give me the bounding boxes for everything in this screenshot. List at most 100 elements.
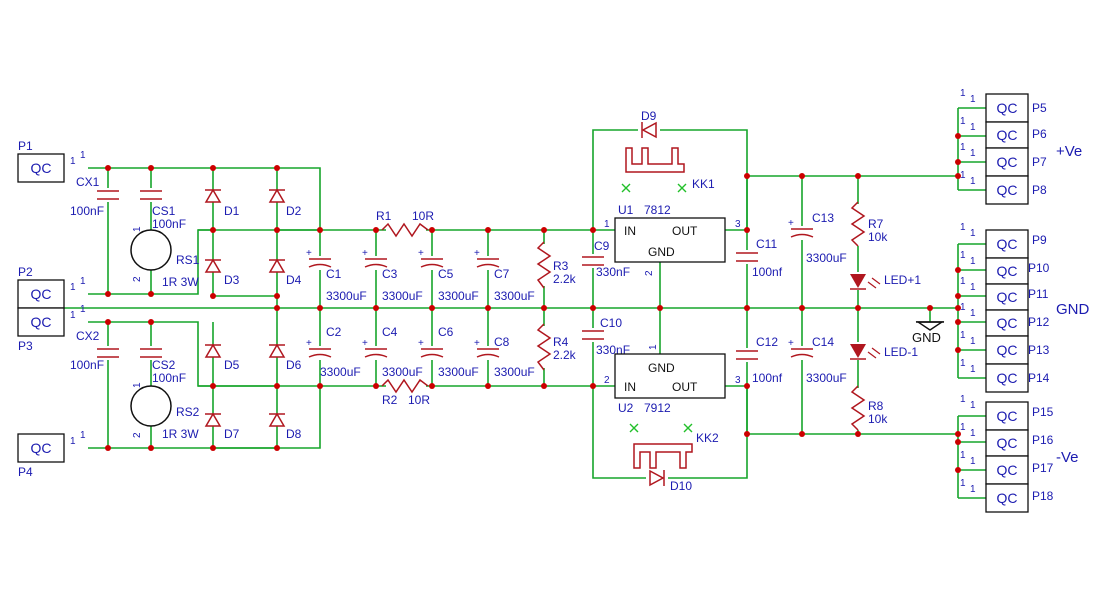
svg-text:P9: P9 (1032, 233, 1047, 247)
wires (64, 107, 986, 499)
gnd-net-label: GND (1056, 301, 1090, 318)
svg-text:R2: R2 (382, 393, 398, 407)
svg-text:C9: C9 (594, 239, 610, 253)
svg-text:1: 1 (970, 400, 976, 411)
svg-text:1: 1 (970, 148, 976, 159)
capacitor-c12: C12 100nf (735, 335, 783, 385)
svg-text:1: 1 (970, 282, 976, 293)
svg-text:1: 1 (132, 226, 143, 232)
svg-text:2: 2 (132, 432, 143, 438)
svg-text:U2: U2 (618, 401, 634, 415)
svg-text:1: 1 (960, 88, 966, 99)
svg-text:3: 3 (735, 375, 741, 386)
svg-text:1: 1 (70, 436, 76, 447)
svg-text:QC: QC (997, 154, 1018, 170)
p1-qc: QC (31, 160, 52, 176)
svg-text:C13: C13 (812, 211, 834, 225)
led-plus: LED+1 (848, 272, 921, 290)
capacitor-c6: + C6 3300uF (418, 325, 479, 379)
svg-text:KK1: KK1 (692, 177, 715, 191)
svg-text:1: 1 (970, 484, 976, 495)
connector-p3: QC P3 1 1 (17, 304, 86, 353)
svg-text:C7: C7 (494, 267, 510, 281)
svg-text:1: 1 (960, 276, 966, 287)
svg-text:OUT: OUT (672, 224, 698, 238)
svg-text:P5: P5 (1032, 101, 1047, 115)
svg-text:R8: R8 (868, 399, 884, 413)
svg-text:GND: GND (648, 361, 675, 375)
svg-text:100nF: 100nF (152, 217, 186, 231)
svg-text:+: + (362, 338, 368, 349)
svg-text:C5: C5 (438, 267, 454, 281)
svg-text:D8: D8 (286, 427, 302, 441)
svg-text:D2: D2 (286, 204, 302, 218)
svg-text:QC: QC (997, 182, 1018, 198)
capacitor-c7: + C7 3300uF (474, 248, 535, 303)
svg-text:QC: QC (997, 127, 1018, 143)
resistor-rs1: RS1 1R 3W 1 2 (130, 226, 200, 289)
svg-text:1: 1 (960, 170, 966, 181)
capacitor-c8: + C8 3300uF (474, 335, 535, 379)
heatsink-kk1: KK1 (621, 147, 715, 193)
regulator-u1: IN OUT GND 1 3 2 U1 7812 (604, 203, 741, 276)
svg-text:100nf: 100nf (752, 371, 783, 385)
svg-text:P7: P7 (1032, 155, 1047, 169)
svg-text:P17: P17 (1032, 461, 1054, 475)
resistor-rs2: RS2 1R 3W 1 2 (130, 382, 200, 441)
resistor-r4: R4 2.2k (536, 323, 577, 371)
capacitor-c14: + C14 3300uF (788, 335, 847, 385)
svg-text:QC: QC (997, 462, 1018, 478)
svg-text:C6: C6 (438, 325, 454, 339)
svg-text:1: 1 (960, 422, 966, 433)
svg-text:2: 2 (604, 375, 610, 386)
capacitor-c13: + C13 3300uF (788, 211, 847, 265)
svg-text:RS2: RS2 (176, 405, 200, 419)
svg-text:2.2k: 2.2k (553, 348, 577, 362)
capacitor-cs2: CS2 100nF (139, 346, 186, 385)
svg-text:D9: D9 (641, 109, 657, 123)
resistor-r1: R1 10R (376, 209, 434, 238)
connector-p4: QC P4 1 1 (17, 430, 86, 479)
svg-text:10k: 10k (868, 412, 888, 426)
resistor-r2: R2 10R (381, 378, 430, 407)
svg-text:1: 1 (604, 219, 610, 230)
svg-text:3300uF: 3300uF (382, 365, 423, 379)
svg-text:U1: U1 (618, 203, 634, 217)
svg-text:1R 3W: 1R 3W (162, 427, 199, 441)
svg-text:100nf: 100nf (752, 265, 783, 279)
svg-text:+: + (474, 248, 480, 259)
connector-stack-pos: QC QC QC QC P5 P6 P7 P8 11 11 11 11 +Ve (960, 88, 1082, 205)
svg-text:D6: D6 (286, 358, 302, 372)
svg-text:QC: QC (31, 440, 52, 456)
p1-label: P1 (18, 139, 33, 153)
svg-text:GND: GND (648, 245, 675, 259)
svg-text:R4: R4 (553, 335, 569, 349)
svg-text:C2: C2 (326, 325, 342, 339)
svg-text:QC: QC (997, 342, 1018, 358)
svg-text:1: 1 (960, 302, 966, 313)
svg-text:1: 1 (960, 250, 966, 261)
svg-text:100nF: 100nF (152, 371, 186, 385)
svg-text:QC: QC (997, 100, 1018, 116)
svg-text:P13: P13 (1028, 343, 1050, 357)
svg-text:LED-1: LED-1 (884, 345, 918, 359)
svg-text:1: 1 (80, 304, 86, 315)
svg-text:CS2: CS2 (152, 358, 176, 372)
diode-d1: D1 (204, 188, 240, 218)
svg-text:1R 3W: 1R 3W (162, 275, 199, 289)
svg-text:2.2k: 2.2k (553, 272, 577, 286)
svg-text:2: 2 (132, 276, 143, 282)
neg-net-label: -Ve (1056, 449, 1079, 466)
capacitor-c1: + C1 3300uF (306, 248, 367, 303)
svg-text:3300uF: 3300uF (438, 365, 479, 379)
svg-text:3300uF: 3300uF (382, 289, 423, 303)
svg-text:KK2: KK2 (696, 431, 719, 445)
svg-text:P16: P16 (1032, 433, 1054, 447)
connector-stack-gnd: QC QC QC QC QC QC P9 P10 P11 P12 P13 P14… (960, 222, 1090, 393)
svg-text:1: 1 (70, 282, 76, 293)
capacitor-c4: + C4 3300uF (362, 325, 423, 379)
diode-d8: D8 (268, 412, 302, 441)
svg-text:QC: QC (997, 315, 1018, 331)
connector-p2: QC P2 1 1 (17, 265, 86, 309)
svg-text:R3: R3 (553, 259, 569, 273)
